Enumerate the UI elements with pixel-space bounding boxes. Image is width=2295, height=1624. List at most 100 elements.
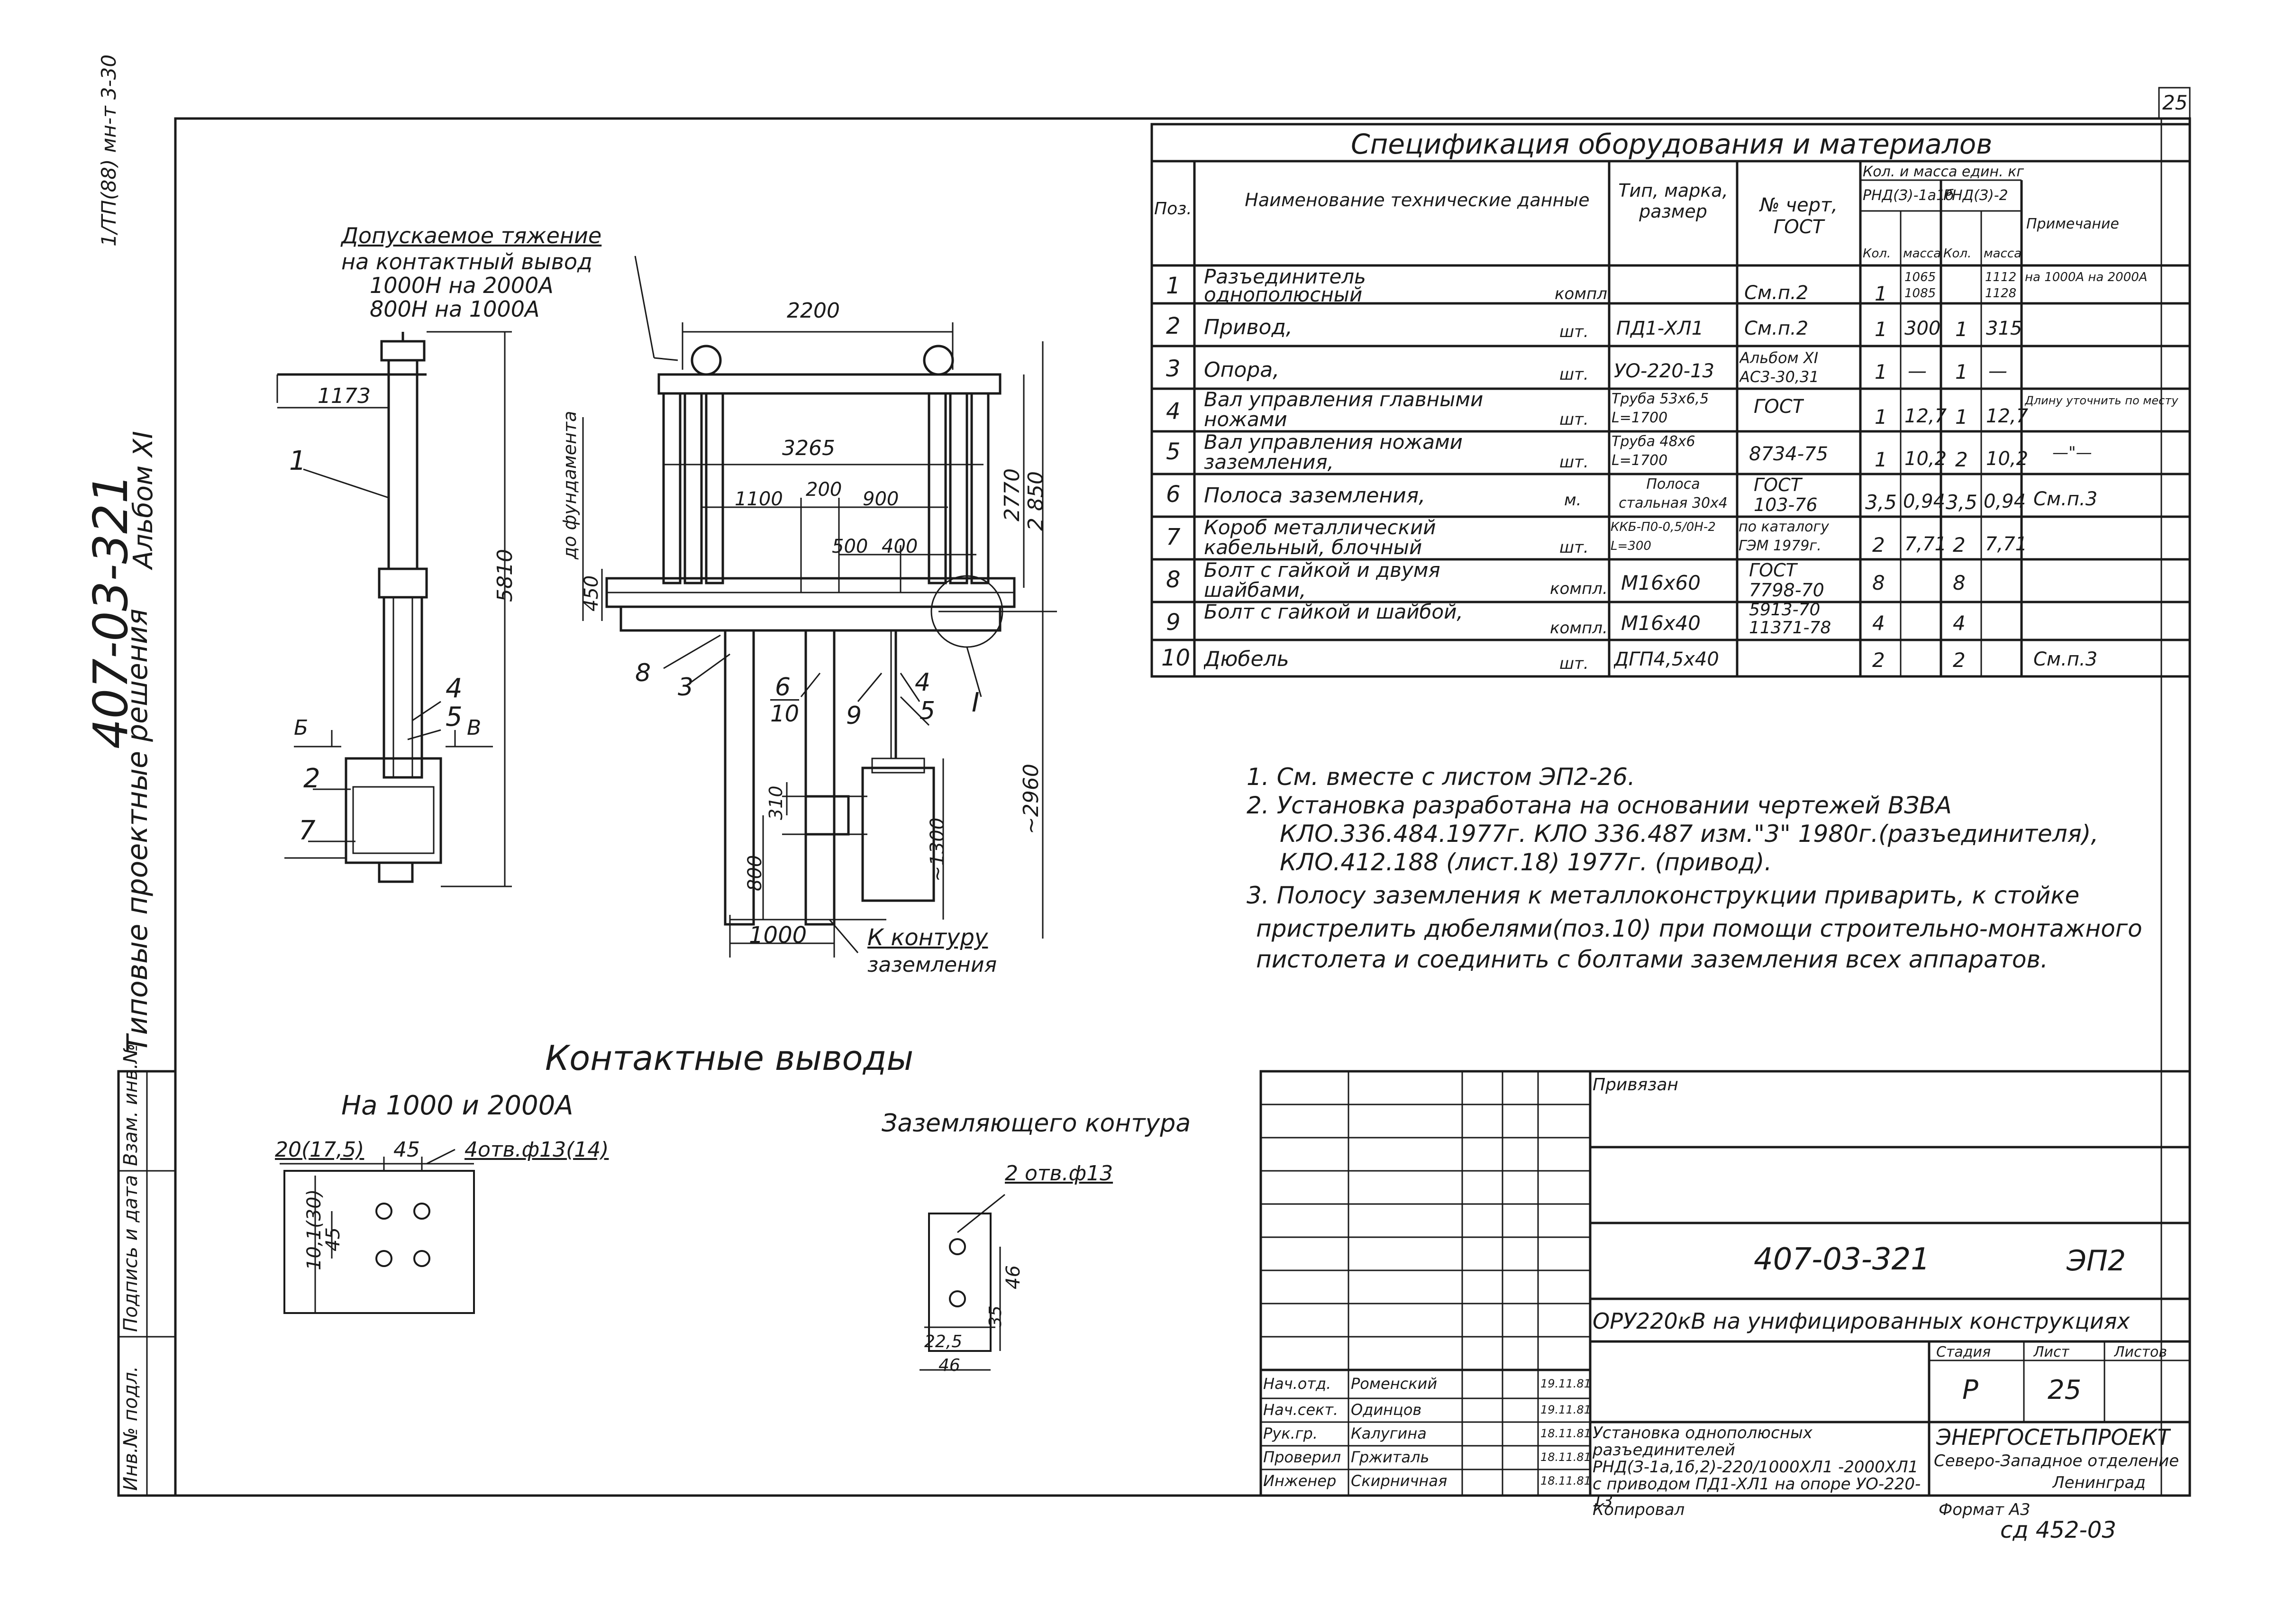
contacts-d225: 22,5: [924, 1332, 963, 1351]
spec-header-v2: РНД(З)-2: [1943, 187, 2008, 204]
contacts-d45: 45: [393, 1138, 420, 1162]
tb-privyazan: Привязан: [1593, 1075, 1678, 1095]
spec-row-m1: 7,71: [1904, 533, 1947, 555]
spec-row-k2: 1: [1955, 405, 1968, 429]
tb-sheet-code: ЭП2: [2067, 1244, 2126, 1277]
tb-role-name: Калугина: [1351, 1424, 1427, 1442]
section-label-b: Б: [294, 716, 309, 740]
spec-row-pos: 8: [1166, 566, 1181, 593]
tb-role: Проверил: [1263, 1448, 1341, 1466]
spec-row-pos: 10: [1161, 645, 1191, 671]
spec-row-gost: Альбом XI АС3-30,31: [1739, 349, 1819, 386]
dim-200: 200: [806, 479, 842, 501]
callout-4-side: 4: [446, 673, 463, 704]
callout-7: 7: [299, 815, 316, 846]
callout-9: 9: [846, 702, 862, 730]
spec-row-type: М16х40: [1621, 611, 1701, 635]
tb-org1: ЭНЕРГОСЕТЬПРОЕКТ: [1936, 1424, 2171, 1450]
spec-row-type: Труба 48х6 L=1700: [1612, 433, 1695, 469]
side-top-code: 1/ТП(88) мн-т 3-30: [97, 54, 120, 246]
tb-role-date: 18.11.81: [1540, 1474, 1591, 1487]
spec-row-name: Разъединитель однополюсный: [1204, 268, 1366, 304]
note-line: пристрелить дюбелями(поз.10) при помощи …: [1256, 915, 2142, 942]
spec-row-k1: 1: [1875, 448, 1887, 471]
spec-row-pos: 2: [1166, 313, 1181, 339]
note-line: КЛО.412.188 (лист.18) 1977г. (привод).: [1280, 848, 1772, 876]
side-stamp-col-1: Инв.№ подл.: [120, 1366, 142, 1491]
side-stamp-col-2: Подпись и дата: [120, 1175, 142, 1332]
contacts-sub1: На 1000 и 2000А: [341, 1090, 574, 1121]
spec-row-pos: 9: [1166, 609, 1181, 636]
tb-project: ОРУ220кВ на унифицированных конструкциях: [1593, 1308, 2130, 1334]
tb-format: Формат А3: [1939, 1500, 2031, 1519]
tb-stadia: Р: [1962, 1375, 1978, 1405]
spec-row-m2: 315: [1986, 318, 2022, 339]
spec-row-m1: 0,94: [1903, 491, 1946, 512]
tb-role: Рук.гр.: [1263, 1424, 1318, 1442]
spec-row-name: Болт с гайкой и двумя шайбами,: [1204, 560, 1440, 600]
spec-row-type: ДГП4,5х40: [1614, 648, 1719, 670]
load-label-line: Допускаемое тяжение: [341, 223, 602, 248]
spec-row-m1: 1065 1085: [1904, 270, 1936, 301]
spec-header-pos: Поз.: [1154, 199, 1192, 219]
spec-row-unit: компл.: [1550, 579, 1608, 598]
spec-header-kol2: Кол.: [1943, 246, 1972, 261]
spec-row-name: Вал управления ножами заземления,: [1204, 432, 1463, 472]
spec-row-k1: 2: [1872, 533, 1885, 557]
spec-row-type: Труба 53х6,5 L=1700: [1612, 391, 1709, 426]
tb-role-name: Одинцов: [1351, 1401, 1422, 1419]
spec-row-unit: м.: [1564, 491, 1582, 510]
callout-10: 10: [770, 699, 800, 727]
spec-row-m2: 12,7: [1986, 405, 2029, 427]
tb-org2: Северо-Западное отделение: [1934, 1451, 2179, 1470]
tb-role: Нач.отд.: [1263, 1375, 1331, 1393]
page-number: 25: [2162, 91, 2188, 114]
front-view-drawing: [582, 255, 1057, 958]
spec-row-k2: 2: [1953, 533, 1966, 557]
spec-row-k2: 1: [1955, 360, 1968, 383]
contact-pads-drawing: [280, 1149, 1005, 1371]
spec-header-name: Наименование технические данные: [1245, 190, 1590, 210]
callout-8: 8: [635, 659, 651, 687]
spec-row-k1: 3,5: [1865, 491, 1897, 514]
tb-stadia-h: Стадия: [1936, 1344, 1991, 1360]
spec-row-gost: 8734-75: [1749, 443, 1829, 465]
spec-row-type: М16х60: [1621, 571, 1701, 594]
spec-row-m1: 10,2: [1904, 448, 1947, 470]
spec-row-name: Болт с гайкой и шайбой,: [1204, 603, 1463, 621]
dim-1000: 1000: [749, 922, 807, 949]
contacts-holes2: 2 отв.ф13: [1005, 1161, 1113, 1186]
load-label-line: 800Н на 1000А: [370, 296, 540, 322]
note-line: 2. Установка разработана на основании че…: [1247, 792, 1952, 819]
dim-500: 500: [832, 536, 868, 557]
spec-row-note: —"—: [2052, 443, 2092, 462]
spec-row-name: Короб металлический кабельный, блочный: [1204, 518, 1436, 557]
side-series-text: Типовые проектные решения: [121, 608, 154, 1052]
spec-row-k2: 2: [1955, 448, 1968, 471]
contour-label-line-2: заземления: [867, 953, 997, 977]
spec-header-kol1: Кол.: [1863, 246, 1891, 261]
callout-4-front: 4: [915, 668, 931, 697]
spec-row-k1: 1: [1875, 360, 1887, 383]
spec-row-gost: 5913-70 11371-78: [1749, 601, 1831, 637]
spec-row-k1: 2: [1872, 648, 1885, 672]
spec-row-pos: 4: [1166, 398, 1181, 425]
spec-row-unit: шт.: [1559, 322, 1589, 341]
dim-900: 900: [863, 488, 899, 510]
spec-row-name: Полоса заземления,: [1204, 484, 1426, 508]
spec-row-gost: См.п.2: [1744, 318, 1809, 339]
callout-5-front: 5: [920, 697, 936, 725]
node-label: I: [972, 687, 980, 718]
spec-title: Спецификация оборудования и материалов: [1351, 128, 1993, 160]
spec-row-pos: 3: [1166, 356, 1181, 382]
note-line: 1. См. вместе с листом ЭП2-26.: [1247, 763, 1635, 791]
spec-row-note: См.п.3: [2033, 488, 2098, 510]
spec-row-gost: ГОСТ 103-76: [1754, 475, 1818, 515]
spec-header-mass2: масса: [1984, 246, 2022, 261]
tb-code: 407-03-321: [1754, 1242, 1930, 1277]
load-label-line: 1000Н на 2000А: [370, 273, 554, 298]
callout-6: 6: [775, 673, 791, 702]
spec-row-name: Опора,: [1204, 358, 1280, 382]
note-line: пистолета и соединить с болтами заземлен…: [1256, 946, 2048, 973]
